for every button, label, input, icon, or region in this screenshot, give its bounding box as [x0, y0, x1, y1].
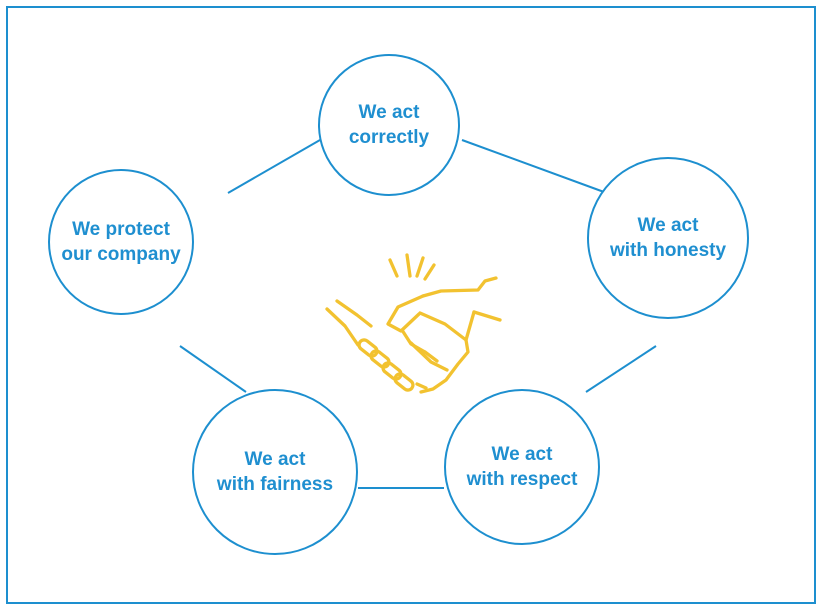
value-label: We protect our company [61, 219, 181, 265]
value-node-honesty: We act with honesty [587, 157, 749, 319]
value-label: We act correctly [348, 102, 430, 148]
connector-honesty-respect [585, 345, 657, 393]
handshake-icon [325, 253, 502, 394]
value-node-protect: We protect our company [48, 169, 194, 315]
value-label: We act with honesty [609, 215, 727, 261]
value-node-correctly: We act correctly [318, 54, 460, 196]
value-node-fairness: We act with fairness [192, 389, 358, 555]
value-node-respect: We act with respect [444, 389, 600, 545]
connector-correctly-honesty [461, 139, 605, 193]
value-label: We act with respect [466, 444, 578, 490]
connector-fairness-protect [179, 345, 247, 393]
value-label: We act with fairness [216, 449, 334, 495]
connector-protect-correctly [227, 139, 321, 194]
